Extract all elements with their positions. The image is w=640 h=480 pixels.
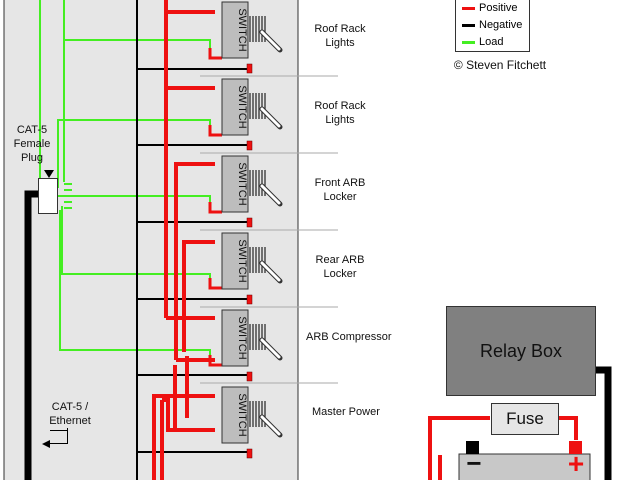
cat5-label-arrow [50,430,68,441]
battery-negative-sign: − [466,448,482,478]
cat5-plug-label: CAT-5 Female Plug [13,124,51,164]
cat5-label-arrow-head [42,440,50,448]
switch-lever-highlight [260,107,281,128]
switch-body [221,386,249,444]
switch-text: SWITCH [236,162,248,205]
battery-positive-terminal [569,441,582,454]
legend-swatch-positive [462,6,475,10]
relay-cable [595,366,612,480]
legend-item-negative: Negative [462,18,522,32]
battery [458,453,591,480]
switch-output-stubs [208,48,222,367]
negative-wires [136,0,247,480]
switch-indicator-led [246,63,253,74]
switch-body [221,1,249,59]
switch-text: SWITCH [236,85,248,128]
legend-swatch-load [462,40,475,44]
cat5-label-arrow-line [67,428,68,444]
fuse: Fuse [491,403,559,435]
copyright: © Steven Fitchett [453,58,547,72]
section-dividers [200,75,338,384]
legend-item-load: Load [462,35,503,49]
cat5-cable-label: CAT-5 / Ethernet [49,401,91,427]
cat5-plug-tab [44,170,54,178]
switch-body [221,155,249,213]
switch-text: SWITCH [236,8,248,51]
toggle-switch-3: SWITCH [221,155,283,228]
switch-lever-highlight [260,338,281,359]
relay-box-label: Relay Box [479,341,563,361]
switch-text: SWITCH [236,393,248,436]
toggle-switch-6: SWITCH [221,386,283,459]
switch-indicator-led [246,294,253,305]
switch-group: SWITCH SWITCH SWITCH SWITCH SWITCH SWITCH [221,1,283,459]
switch-body [221,232,249,290]
toggle-switch-5: SWITCH [221,309,283,382]
positive-wires [152,0,578,480]
switch-indicator-led [246,448,253,459]
fuse-label: Fuse [506,409,544,428]
switch-label-arb-compressor: ARB Compressor [306,331,392,343]
switch-indicator-led [246,371,253,382]
relay-box: Relay Box [446,306,596,396]
cat5-plug [38,178,58,214]
switch-lever-highlight [260,261,281,282]
toggle-switch-4: SWITCH [221,232,283,305]
switch-text: SWITCH [236,316,248,359]
switch-text: SWITCH [236,239,248,282]
switch-lever-highlight [260,415,281,436]
battery-negative-terminal [466,441,479,454]
legend: Positive Negative Load [455,0,530,52]
legend-item-positive: Positive [462,1,518,15]
toggle-switch-2: SWITCH [221,78,283,151]
switch-body [221,78,249,136]
switch-panel [3,0,299,480]
switch-lever-highlight [260,184,281,205]
switch-body [221,309,249,367]
switch-lever-highlight [260,30,281,51]
toggle-switch-1: SWITCH [221,1,283,74]
cat5-label-arrow-shaft [49,443,68,444]
switch-label-master-power: Master Power [312,406,380,418]
switch-indicator-led [246,217,253,228]
legend-swatch-negative [462,23,475,27]
battery-positive-sign: + [567,448,585,479]
switch-indicator-led [246,140,253,151]
